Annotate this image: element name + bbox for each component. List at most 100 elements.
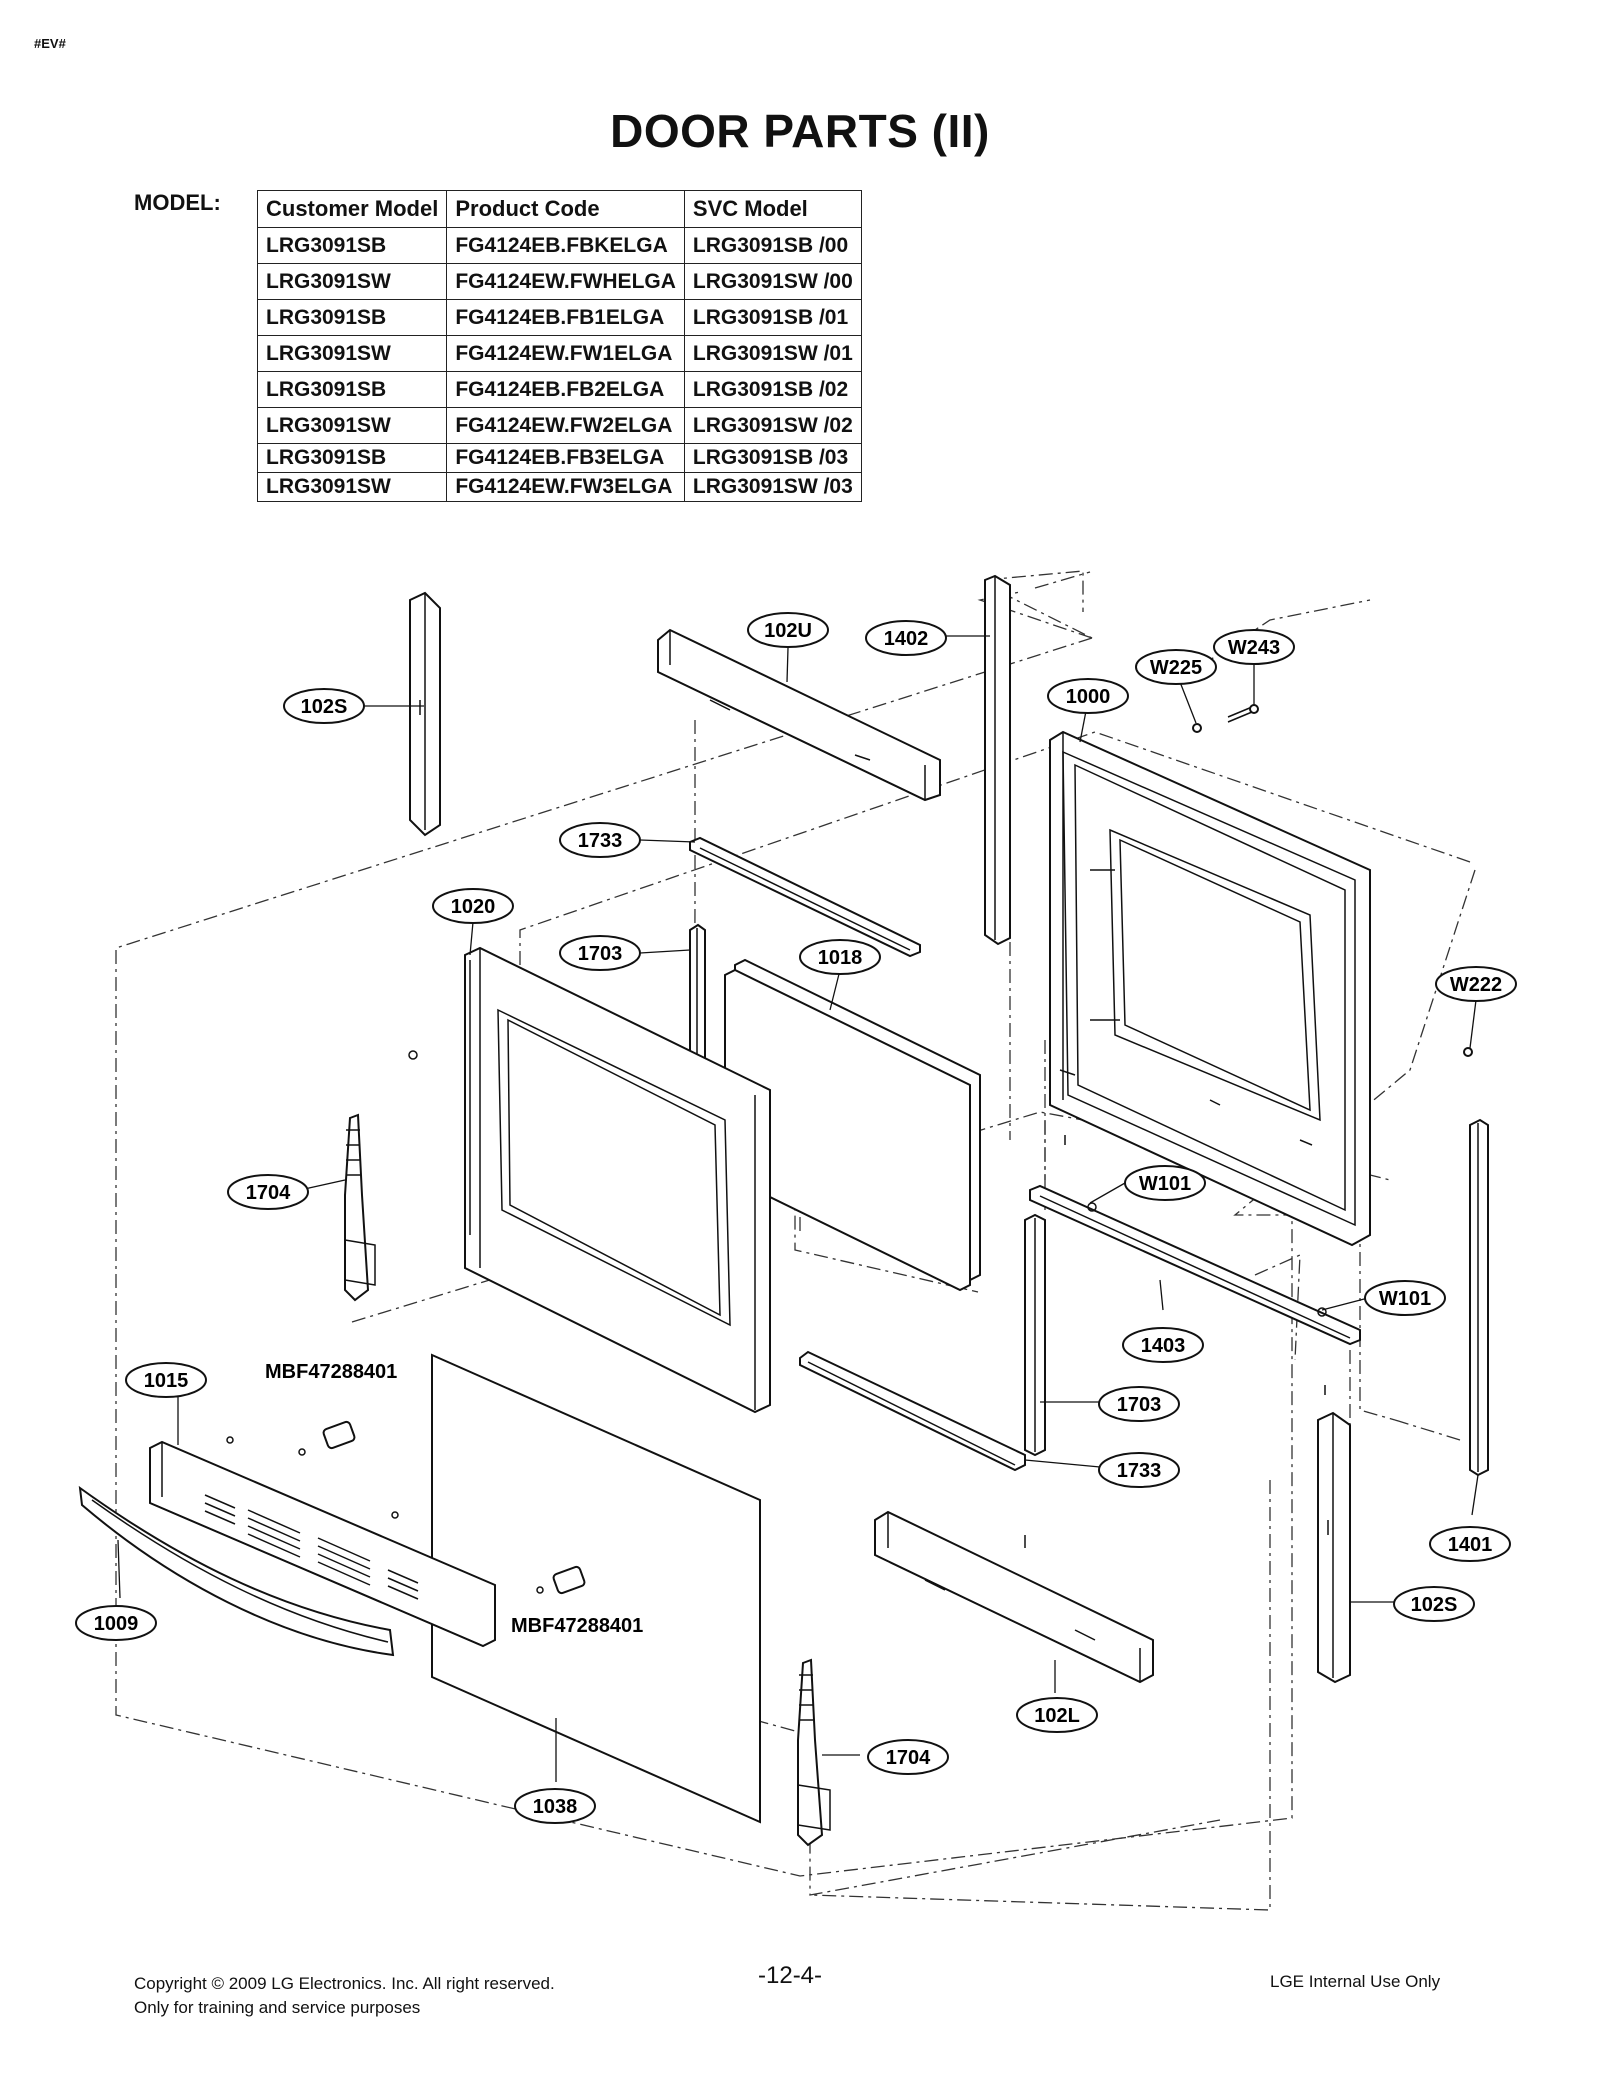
callout-label: 1015 — [144, 1370, 189, 1392]
callout-102s-bottom: 102S — [1393, 1586, 1475, 1622]
callout-1704-bottom: 1704 — [867, 1739, 949, 1775]
cell-customer-model: LRG3091SW — [256, 335, 448, 372]
callout-label: W225 — [1150, 657, 1202, 679]
cell-customer-model: LRG3091SW — [256, 407, 448, 444]
callout-1038: 1038 — [514, 1788, 596, 1824]
callout-label: 102L — [1034, 1705, 1080, 1727]
table-row: LRG3091SB FG4124EB.FB1ELGA LRG3091SB /01 — [256, 299, 862, 336]
header-customer-model: Customer Model — [256, 190, 448, 228]
cell-product-code: FG4124EW.FWHELGA — [446, 263, 685, 300]
callout-1703-bottom: 1703 — [1098, 1386, 1180, 1422]
callout-1018: 1018 — [799, 939, 881, 975]
callout-1733-bottom: 1733 — [1098, 1452, 1180, 1488]
callout-label: 102U — [764, 620, 812, 642]
callout-1403: 1403 — [1122, 1327, 1204, 1363]
footer-copyright-block: Copyright © 2009 LG Electronics. Inc. Al… — [134, 1972, 555, 2020]
table-row: LRG3091SW FG4124EW.FW1ELGA LRG3091SW /01 — [256, 335, 862, 372]
callout-label: W101 — [1139, 1173, 1191, 1195]
callout-label: 1733 — [1117, 1460, 1162, 1482]
part-1733-bottom — [799, 1350, 1026, 1548]
callout-1703-top: 1703 — [559, 935, 641, 971]
cell-svc-model: LRG3091SB /00 — [683, 227, 862, 264]
part-102l — [874, 1510, 1154, 1684]
callout-label: 1401 — [1448, 1534, 1493, 1556]
part-1000 — [1049, 730, 1371, 1247]
part-w222 — [1463, 1047, 1473, 1057]
cell-svc-model: LRG3091SW /00 — [683, 263, 862, 300]
part-1704-bottom — [797, 1658, 831, 1847]
footer-purpose: Only for training and service purposes — [134, 1998, 421, 2017]
callout-label: 1009 — [94, 1613, 139, 1635]
table-row: LRG3091SW FG4124EW.FWHELGA LRG3091SW /00 — [256, 263, 862, 300]
callout-1020: 1020 — [432, 888, 514, 924]
footer-copyright: Copyright © 2009 LG Electronics. Inc. Al… — [134, 1974, 555, 1993]
callout-label: 1018 — [818, 947, 863, 969]
cell-customer-model: LRG3091SB — [256, 371, 448, 408]
document-tag: #EV# — [34, 36, 66, 51]
callout-label: 102S — [1411, 1594, 1458, 1616]
table-row: LRG3091SW FG4124EW.FW3ELGA LRG3091SW /03 — [256, 472, 862, 502]
callout-label: 1704 — [886, 1747, 931, 1769]
part-1733-top — [689, 836, 921, 958]
part-1703-bottom — [1024, 1213, 1046, 1457]
part-1704-left — [344, 1113, 376, 1302]
cell-product-code: FG4124EW.FW3ELGA — [446, 472, 685, 502]
model-label: MODEL: — [134, 190, 221, 215]
table-row: LRG3091SB FG4124EB.FB2ELGA LRG3091SB /02 — [256, 371, 862, 408]
part-1009 — [78, 1485, 395, 1657]
callout-102s-top: 102S — [283, 688, 365, 724]
part-w225-w243 — [1192, 704, 1259, 733]
part-102s-top — [409, 591, 441, 837]
callout-label: W101 — [1379, 1288, 1431, 1310]
cell-customer-model: LRG3091SB — [256, 299, 448, 336]
cell-product-code: FG4124EB.FBKELGA — [446, 227, 685, 264]
callout-102l: 102L — [1016, 1697, 1098, 1733]
callout-label: 1704 — [246, 1182, 291, 1204]
cell-customer-model: LRG3091SW — [256, 472, 448, 502]
header-svc-model: SVC Model — [683, 190, 862, 228]
cell-product-code: FG4124EW.FW2ELGA — [446, 407, 685, 444]
cell-product-code: FG4124EB.FB3ELGA — [446, 443, 685, 473]
callout-1009: 1009 — [75, 1605, 157, 1641]
callout-label: 1020 — [451, 896, 496, 918]
cell-svc-model: LRG3091SW /03 — [683, 472, 862, 502]
part-102u — [657, 628, 941, 802]
callout-label: 1703 — [578, 943, 623, 965]
alignment-lines — [115, 570, 1476, 1911]
cell-svc-model: LRG3091SB /01 — [683, 299, 862, 336]
cell-product-code: FG4124EW.FW1ELGA — [446, 335, 685, 372]
mbf-label-top: MBF47288401 — [265, 1361, 397, 1383]
model-table: Customer Model Product Code SVC Model LR… — [256, 190, 862, 502]
part-mbf-spacers — [226, 1420, 586, 1595]
part-1401 — [1469, 1118, 1489, 1477]
leader-lines — [117, 635, 1479, 1782]
cell-svc-model: LRG3091SB /03 — [683, 443, 862, 473]
callout-label: W222 — [1450, 974, 1502, 996]
cell-svc-model: LRG3091SW /01 — [683, 335, 862, 372]
callout-label: 1703 — [1117, 1394, 1162, 1416]
header-product-code: Product Code — [446, 190, 685, 228]
callout-w222: W222 — [1435, 966, 1517, 1002]
callout-w225: W225 — [1135, 649, 1217, 685]
callout-1000: 1000 — [1047, 678, 1129, 714]
page-title: DOOR PARTS (II) — [610, 105, 990, 157]
callout-label: 1733 — [578, 830, 623, 852]
footer-internal-notice: LGE Internal Use Only — [1270, 1972, 1441, 1991]
callout-1704-left: 1704 — [227, 1174, 309, 1210]
callout-1015: 1015 — [125, 1362, 207, 1398]
part-102s-bottom — [1317, 1411, 1351, 1684]
part-1403 — [1029, 1135, 1361, 1395]
callout-label: 1403 — [1141, 1335, 1186, 1357]
callout-1733-top: 1733 — [559, 822, 641, 858]
cell-svc-model: LRG3091SB /02 — [683, 371, 862, 408]
part-1402 — [984, 574, 1011, 946]
callout-1401: 1401 — [1429, 1526, 1511, 1562]
callout-w101-right: W101 — [1364, 1280, 1446, 1316]
page-number: -12-4- — [758, 1962, 823, 1989]
callout-label: W243 — [1228, 637, 1280, 659]
callout-label: 1402 — [884, 628, 929, 650]
callout-1402: 1402 — [865, 620, 947, 656]
callout-w101-top: W101 — [1124, 1165, 1206, 1201]
callout-label: 1038 — [533, 1796, 578, 1818]
